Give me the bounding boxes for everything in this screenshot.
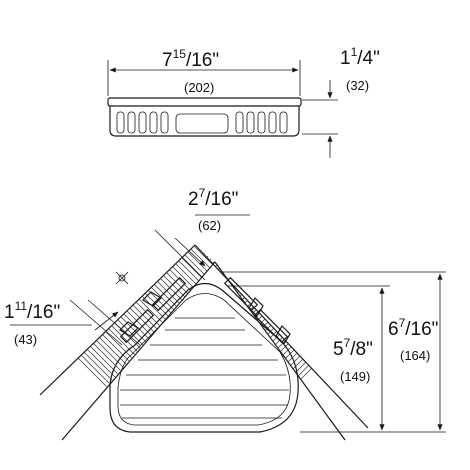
hatch-line [0,200,120,460]
basket-wires [116,111,288,134]
hatch-line [0,200,186,460]
hatch-line [0,200,168,460]
hatch-line [40,245,215,440]
hatch-line [40,245,215,440]
corner-depth-mm-label: (62) [198,218,221,233]
top-view: 715/16" (202) 11/4" (32) [107,45,380,158]
hatch-line [40,245,187,440]
hatch-line [40,245,215,440]
hatch-line [0,200,162,460]
wall-offset-label: 111/16" [4,299,60,323]
hatch-line [195,245,368,440]
corner-depth-label: 27/16" [188,186,238,210]
wall-offset-mm-label: (43) [14,332,37,347]
width-label: 715/16" [162,47,219,71]
overall-depth-label: 67/16" [388,316,438,340]
hatch-line [0,200,138,460]
width-mm-label: (202) [184,80,214,95]
hatch-line [0,200,180,460]
corner-plan-view: 27/16" (62) 111/16" (43) 57/8" (149) 67/… [0,186,446,460]
hatch-line [195,245,368,440]
wall-offset-arrow [94,311,119,331]
height-mm-label: (32) [346,78,369,93]
basket-plan [109,271,299,433]
hatch-line [0,200,192,460]
hatch-line [40,245,215,440]
hatch-line [40,245,181,440]
hatch-line [40,245,215,440]
hatch-line [0,200,174,460]
screw-mark [115,271,129,285]
corner-depth-arrow [174,237,206,267]
hatch-line [195,245,368,440]
height-label: 11/4" [340,45,380,69]
basket-depth-mm-label: (149) [340,369,370,384]
basket-depth-label: 57/8" [333,336,373,360]
overall-depth-mm-label: (164) [400,348,430,363]
hatch-line [40,245,193,440]
basket-plan-wires [120,317,289,419]
hatch-line [123,245,215,440]
wall-anchors [119,291,291,345]
hatch-line [195,245,289,440]
